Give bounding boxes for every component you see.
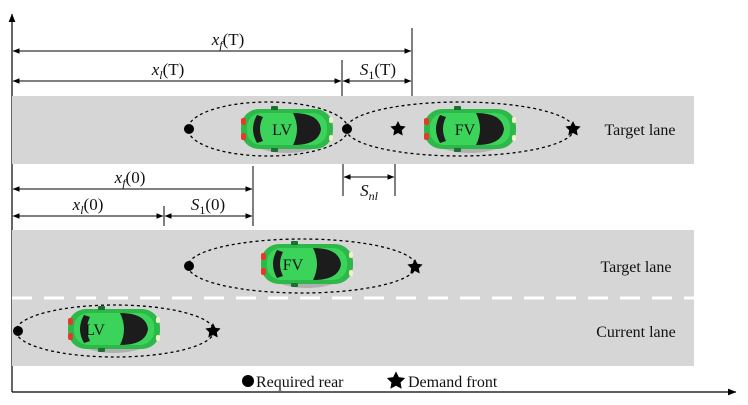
xl-T-label: xl(T)	[151, 60, 185, 82]
fv-car	[261, 241, 353, 288]
legend-rear-label: Required rear	[256, 374, 344, 391]
lv-car-label: LV	[85, 322, 105, 339]
upper-target-lane-label: Target lane	[605, 122, 676, 139]
upper-road	[12, 96, 694, 164]
filled-circle-icon	[13, 326, 23, 336]
xf-0-label: xf(0)	[114, 168, 146, 190]
fv-car-label: FV	[455, 122, 476, 139]
legend: Required rear Demand front	[242, 371, 498, 391]
S1-T-label: S1(T)	[360, 60, 396, 82]
filled-circle-icon	[184, 124, 194, 134]
current-lane-label: Current lane	[596, 324, 676, 341]
lower-target-lane-label: Target lane	[601, 259, 672, 276]
Snl-label: Snl	[360, 181, 379, 203]
lower-fv-group: FV	[184, 238, 423, 294]
upper-fv-group: FV	[342, 101, 581, 157]
filled-circle-icon	[342, 124, 352, 134]
lower-dimensions	[12, 166, 254, 226]
lv-car	[68, 306, 160, 353]
filled-circle-icon	[242, 375, 254, 387]
upper-dimensions	[12, 28, 413, 196]
fv-car-label: FV	[283, 257, 304, 274]
xl-0-label: xl(0)	[72, 195, 104, 217]
legend-front-label: Demand front	[408, 374, 498, 391]
S1-0-label: S1(0)	[191, 195, 225, 217]
filled-circle-icon	[184, 261, 194, 271]
lower-lv-group: LV	[13, 304, 221, 358]
lv-car-label: LV	[272, 122, 292, 139]
star-icon	[386, 371, 406, 389]
xf-T-label: xf(T)	[211, 30, 245, 52]
